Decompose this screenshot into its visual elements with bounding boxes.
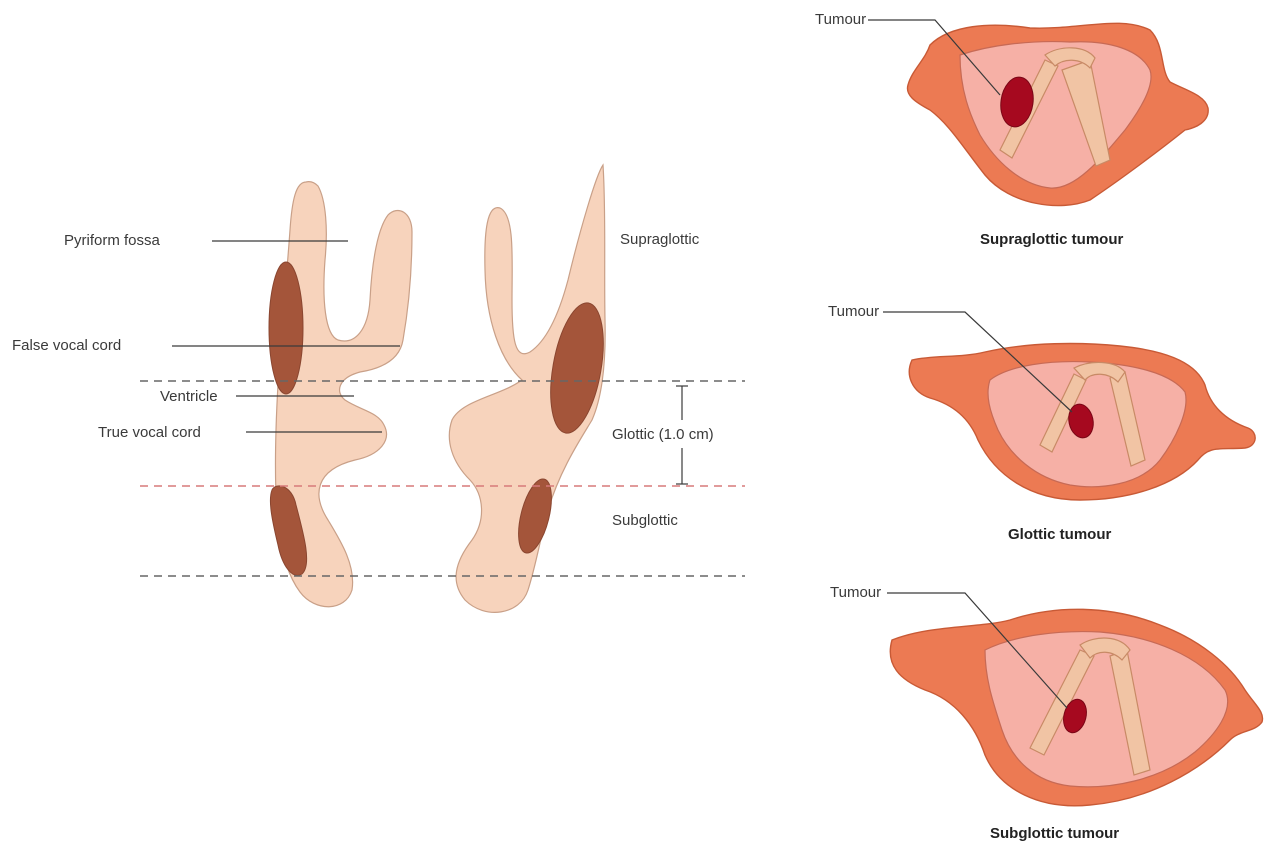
supraglottic-label: Supraglottic (620, 231, 700, 248)
tumour-label: Tumour (815, 11, 866, 28)
tumour-label: Tumour (830, 584, 881, 601)
glottic-tumour-panel: Tumour Glottic tumour (828, 303, 1255, 543)
pyriform-fossa-label: Pyriform fossa (64, 232, 161, 249)
false-vocal-cord-label: False vocal cord (12, 337, 121, 354)
subglottic-label: Subglottic (612, 512, 678, 529)
true-vocal-cord-label: True vocal cord (98, 424, 201, 441)
tumour-label: Tumour (828, 303, 879, 320)
subglottic-tumour-panel: Tumour Subglottic tumour (830, 584, 1263, 842)
ventricle-label: Ventricle (160, 388, 218, 405)
left-larynx-section (269, 182, 412, 607)
supraglottic-tumour-caption: Supraglottic tumour (980, 231, 1123, 248)
right-larynx-section (449, 165, 612, 612)
glottic-label: Glottic (1.0 cm) (612, 426, 714, 443)
left-supraglottic-tumour (269, 262, 303, 394)
supraglottic-tumour-panel: Tumour Supraglottic tumour (815, 11, 1208, 248)
glottic-tumour-caption: Glottic tumour (1008, 526, 1111, 543)
subglottic-tumour-caption: Subglottic tumour (990, 825, 1119, 842)
